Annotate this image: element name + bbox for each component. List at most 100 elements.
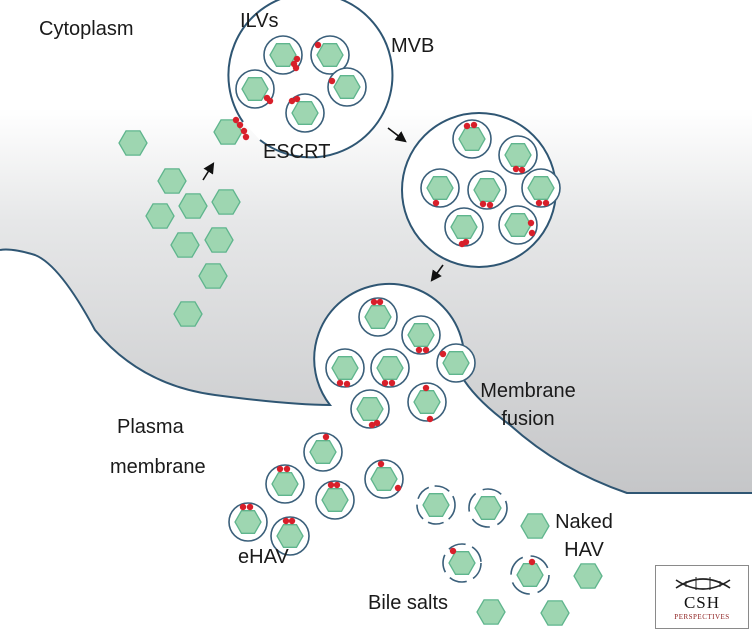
enveloped-capsid: [321, 488, 349, 512]
escrt-dot: [293, 95, 301, 103]
escrt-dot: [458, 240, 466, 248]
escrt-dot: [422, 346, 430, 354]
escrt-dot: [528, 229, 536, 237]
mvb-budding: [227, 0, 394, 159]
enveloped-capsid: [271, 472, 299, 496]
escrt-dot: [439, 350, 447, 358]
label-hav: HAV: [564, 539, 604, 561]
enveloped-capsid: [458, 127, 486, 151]
enveloped-capsid: [504, 213, 532, 237]
free-capsid: [118, 130, 148, 156]
label-membrane-fusion-2: fusion: [501, 408, 555, 430]
label-naked: Naked: [555, 511, 613, 533]
capsid-layer: [118, 41, 603, 626]
free-capsid: [157, 168, 187, 194]
logo-subtext: PERSPECTIVES: [674, 613, 730, 621]
enveloped-capsid: [356, 397, 384, 421]
label-ehav: eHAV: [238, 546, 289, 568]
label-plasma: Plasma: [117, 416, 184, 438]
escrt-dot: [343, 380, 351, 388]
escrt-dot: [327, 481, 335, 489]
enveloped-capsid: [516, 563, 544, 587]
escrt-dot: [368, 421, 376, 429]
label-mvb: MVB: [391, 35, 435, 57]
escrt-dot: [276, 465, 284, 473]
escrt-dot: [288, 517, 296, 525]
enveloped-capsid: [473, 178, 501, 202]
enveloped-capsid: [234, 510, 262, 534]
enveloped-capsid: [426, 176, 454, 200]
escrt-dot: [328, 77, 336, 85]
label-membrane: membrane: [110, 456, 206, 478]
free-capsid: [178, 193, 208, 219]
enveloped-capsid: [413, 390, 441, 414]
enveloped-capsid: [291, 101, 319, 125]
naked-capsid: [476, 599, 506, 625]
escrt-dot: [470, 121, 478, 129]
enveloped-capsid: [370, 467, 398, 491]
plasma-membrane: [0, 248, 752, 494]
enveloped-capsid: [527, 176, 555, 200]
enveloped-capsid: [333, 75, 361, 99]
enveloped-capsid: [269, 43, 297, 67]
enveloped-capsid: [241, 77, 269, 101]
escrt-dot: [283, 465, 291, 473]
escrt-dot: [232, 116, 240, 124]
escrt-dot: [463, 122, 471, 130]
escrt-dot: [535, 199, 543, 207]
escrt-dot: [240, 127, 248, 135]
enveloped-capsid: [442, 351, 470, 375]
free-capsid: [173, 301, 203, 327]
enveloped-capsid: [376, 356, 404, 380]
escrt-dot: [377, 460, 385, 468]
naked-capsid: [520, 513, 550, 539]
naked-capsid: [540, 600, 570, 626]
escrt-dot: [239, 503, 247, 511]
enveloped-capsid: [364, 305, 392, 329]
escrt-dot: [388, 379, 396, 387]
dna-helix-icon: [675, 577, 731, 590]
label-membrane-fusion-1: Membrane: [480, 380, 576, 402]
escrt-dot: [373, 419, 381, 427]
escrt-dot: [266, 97, 274, 105]
escrt-dot: [486, 201, 494, 209]
free-capsid: [145, 203, 175, 229]
escrt-dot: [314, 41, 322, 49]
free-capsid: [204, 227, 234, 253]
escrt-dot: [288, 97, 296, 105]
escrt-dot: [512, 165, 520, 173]
escrt-dot: [479, 200, 487, 208]
enveloped-capsid: [276, 524, 304, 548]
naked-capsid: [573, 563, 603, 589]
escrt-dot: [527, 219, 535, 227]
enveloped-capsid: [316, 43, 344, 67]
escrt-dot: [432, 199, 440, 207]
free-capsid: [170, 232, 200, 258]
escrt-dot: [381, 379, 389, 387]
enveloped-capsid: [422, 493, 450, 517]
escrt-dot: [336, 379, 344, 387]
arrow-to-membrane: [430, 264, 444, 282]
escrt-dot: [246, 503, 254, 511]
enveloped-capsid: [450, 215, 478, 239]
escrt-dot: [292, 64, 300, 72]
escrt-dot: [426, 415, 434, 423]
csh-perspectives-logo: CSH PERSPECTIVES: [655, 565, 749, 629]
escrt-dot: [415, 346, 423, 354]
escrt-dot: [236, 121, 244, 129]
enveloped-capsid: [474, 496, 502, 520]
enveloped-capsid: [448, 551, 476, 575]
escrt-dot: [370, 298, 378, 306]
enveloped-capsid: [309, 440, 337, 464]
escrt-dot: [542, 199, 550, 207]
escrt-dot: [322, 433, 330, 441]
escrt-dot: [518, 166, 526, 174]
escrt-dot: [449, 547, 457, 555]
enveloped-capsid: [504, 143, 532, 167]
arrow-into-mvb: [202, 162, 215, 181]
logo-text: CSH: [683, 593, 721, 612]
arrow-mvb-mature: [387, 127, 407, 143]
free-capsid: [211, 189, 241, 215]
label-bile-salts: Bile salts: [368, 592, 449, 614]
label-cytoplasm: Cytoplasm: [39, 18, 134, 40]
